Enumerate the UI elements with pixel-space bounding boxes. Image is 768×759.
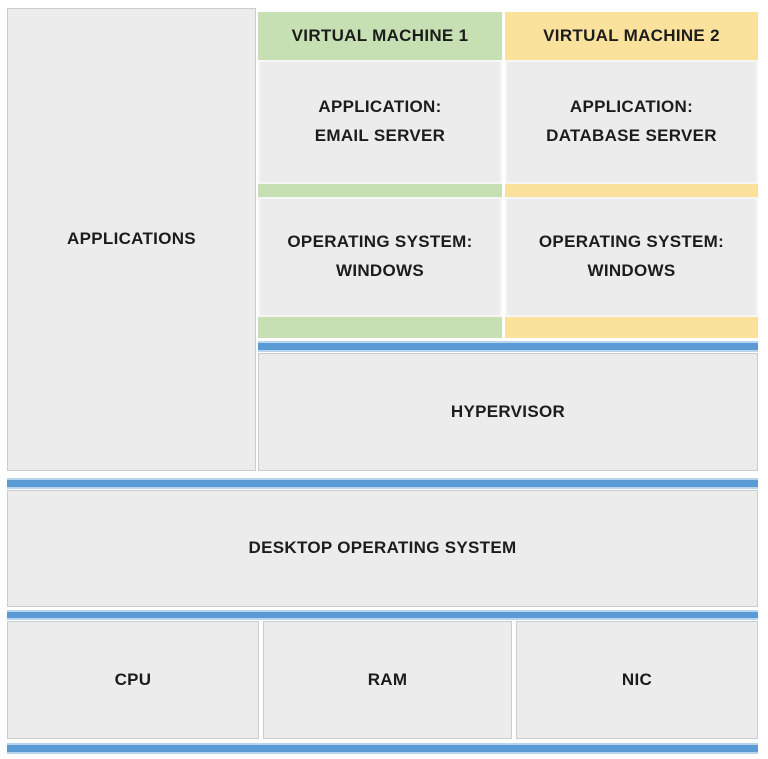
- vm2-application-label-line2: DATABASE SERVER: [546, 126, 717, 145]
- hardware-box-ram: RAM: [263, 621, 512, 739]
- vm2-os-label-line1: OPERATING SYSTEM:: [538, 232, 725, 252]
- desktop-os-top-bar: [7, 478, 758, 489]
- vm1-os-label-line2: WINDOWS: [335, 261, 425, 280]
- vm2-bottom-strip: [505, 317, 758, 338]
- vm1-os-box: OPERATING SYSTEM: WINDOWS: [258, 197, 502, 317]
- hypervisor-layer-bar: [258, 341, 758, 352]
- vm1-application-box: APPLICATION: EMAIL SERVER: [258, 60, 502, 184]
- vm2-separator-strip: [505, 184, 758, 197]
- vm1-application-label-line2: EMAIL SERVER: [314, 126, 446, 145]
- vm1-bottom-strip: [258, 317, 502, 338]
- applications-box: APPLICATIONS: [7, 8, 256, 471]
- applications-label: APPLICATIONS: [67, 229, 196, 249]
- cpu-label: CPU: [114, 669, 152, 689]
- hardware-box-cpu: CPU: [7, 621, 259, 739]
- vm2-header: VIRTUAL MACHINE 2: [505, 12, 758, 60]
- hypervisor-box: HYPERVISOR: [258, 353, 758, 471]
- desktop-os-bottom-bar: [7, 610, 758, 620]
- vm2-os-label-line2: WINDOWS: [587, 261, 676, 280]
- hardware-box-nic: NIC: [516, 621, 758, 739]
- vm1-os-label-line1: OPERATING SYSTEM:: [287, 232, 473, 252]
- hypervisor-label: HYPERVISOR: [450, 401, 566, 421]
- vm1-separator-strip: [258, 184, 502, 197]
- hardware-bottom-bar: [7, 743, 758, 754]
- vm2-column: VIRTUAL MACHINE 2 APPLICATION: DATABASE …: [505, 12, 758, 338]
- vm1-title-label: VIRTUAL MACHINE 1: [291, 26, 469, 45]
- vm2-application-label-line1: APPLICATION:: [569, 97, 694, 117]
- desktop-os-label: DESKTOP OPERATING SYSTEM: [248, 538, 517, 558]
- desktop-os-box: DESKTOP OPERATING SYSTEM: [7, 490, 758, 607]
- vm1-application-label-line1: APPLICATION:: [318, 97, 442, 117]
- nic-label: NIC: [621, 669, 653, 689]
- ram-label: RAM: [367, 669, 408, 689]
- vm2-title-label: VIRTUAL MACHINE 2: [543, 26, 720, 45]
- vm1-column: VIRTUAL MACHINE 1 APPLICATION: EMAIL SER…: [258, 12, 502, 338]
- vm2-application-box: APPLICATION: DATABASE SERVER: [505, 60, 758, 184]
- vm1-header: VIRTUAL MACHINE 1: [258, 12, 502, 60]
- vm2-os-box: OPERATING SYSTEM: WINDOWS: [505, 197, 758, 317]
